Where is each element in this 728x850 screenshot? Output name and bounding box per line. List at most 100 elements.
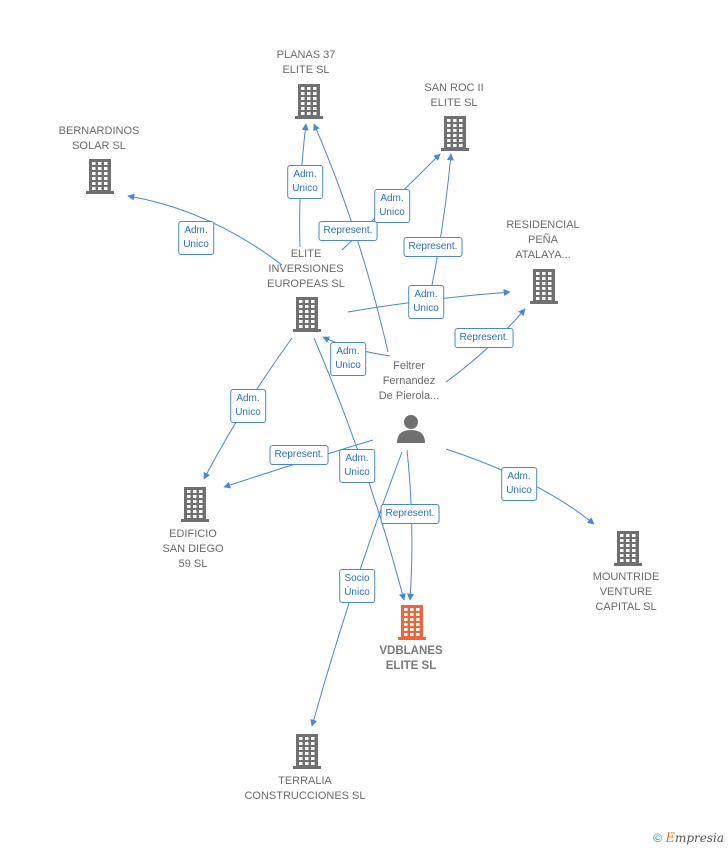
building-icon <box>295 84 323 119</box>
building-icon <box>614 531 642 566</box>
node-label-vdblanes[interactable]: VDBLANES ELITE SL <box>379 644 442 674</box>
node-label-line: Feltrer <box>393 360 425 372</box>
node-label-line: ATALAYA... <box>515 249 571 261</box>
edge-label-line: Unico <box>292 183 318 194</box>
edge-label-feltrer-to-sanroc[interactable]: Represent. <box>403 237 463 257</box>
edge-label-line: Unico <box>413 303 439 314</box>
node-label-edificio[interactable]: EDIFICIO SAN DIEGO 59 SL <box>162 527 223 572</box>
edge-label-line: Represent. <box>408 241 458 252</box>
node-label-line: SAN ROC II <box>424 82 484 94</box>
node-label-planas[interactable]: PLANAS 37 ELITE SL <box>277 48 336 78</box>
edge-label-line: Único <box>344 587 370 598</box>
edge-label-elite-to-residencial[interactable]: Adm. Unico <box>408 285 444 319</box>
edge-label-line: Adm. <box>414 289 438 300</box>
node-label-line: SAN DIEGO <box>162 543 224 555</box>
edge-label-line: Represent. <box>323 225 373 236</box>
building-icon <box>293 734 321 769</box>
edge-label-feltrer-to-mountride[interactable]: Adm. Unico <box>501 467 537 501</box>
node-label-line: VENTURE <box>599 586 653 598</box>
edge-label-elite-to-vdblanes[interactable]: Adm. Unico <box>339 449 375 483</box>
node-feltrer[interactable] <box>395 412 427 449</box>
edge-elite-to-bernardinos <box>127 193 283 266</box>
node-label-terralia[interactable]: TERRALIA CONSTRUCCIONES SL <box>244 774 365 804</box>
edge-label-line: Adm. <box>507 471 531 482</box>
node-label-line: MOUNTRIDE <box>592 571 660 583</box>
edge-label-feltrer-to-edificio[interactable]: Represent. <box>269 445 329 465</box>
node-terralia[interactable] <box>290 732 324 775</box>
edge-label-elite-to-planas[interactable]: Adm. Unico <box>287 165 323 199</box>
node-label-line: ELITE SL <box>430 97 478 109</box>
person-icon <box>397 415 425 443</box>
edge-label-line: Unico <box>506 485 532 496</box>
edge-label-line: Adm. <box>184 225 208 236</box>
node-label-line: TERRALIA <box>278 775 332 787</box>
edge-label-line: Adm. <box>336 346 360 357</box>
node-label-line: PLANAS 37 <box>276 49 336 61</box>
node-label-residencial[interactable]: RESIDENCIAL PEÑA ATALAYA... <box>506 218 579 263</box>
node-residencial[interactable] <box>527 267 561 310</box>
building-icon <box>398 605 426 640</box>
node-label-line: ELITE SL <box>282 64 330 76</box>
edge-label-line: Represent. <box>459 332 509 343</box>
edge-label-line: Adm. <box>293 169 317 180</box>
node-label-line: RESIDENCIAL <box>506 219 580 231</box>
node-label-sanroc[interactable]: SAN ROC II ELITE SL <box>424 81 483 111</box>
edge-label-line: Socio <box>344 573 370 584</box>
edge-label-elite-to-bernardinos[interactable]: Adm. Unico <box>178 221 214 255</box>
edge-label-feltrer-to-vdblanes[interactable]: Represent. <box>380 504 440 524</box>
node-label-line: ELITE SL <box>385 660 437 672</box>
edge-label-feltrer-to-elite[interactable]: Adm. Unico <box>330 342 366 376</box>
edge-feltrer-to-sanroc <box>431 153 454 286</box>
building-icon <box>86 159 114 194</box>
node-label-line: Fernandez <box>382 375 436 387</box>
node-label-line: BERNARDINOS <box>58 125 140 137</box>
node-label-line: PEÑA <box>528 234 558 246</box>
edge-label-line: Adm. <box>236 393 260 404</box>
node-label-mountride[interactable]: MOUNTRIDE VENTURE CAPITAL SL <box>593 570 660 615</box>
node-planas[interactable] <box>292 82 326 125</box>
edge-label-line: Unico <box>344 467 370 478</box>
node-bernardinos[interactable] <box>83 157 117 200</box>
node-vdblanes[interactable] <box>395 603 429 646</box>
node-label-line: CAPITAL SL <box>595 601 657 613</box>
edge-label-line: Unico <box>335 360 361 371</box>
edge-label-line: Adm. <box>345 453 369 464</box>
copyright-icon: © <box>653 831 663 845</box>
edge-label-line: Represent. <box>385 508 435 519</box>
node-mountride[interactable] <box>611 529 645 572</box>
node-label-line: INVERSIONES <box>268 263 344 275</box>
node-label-bernardinos[interactable]: BERNARDINOS SOLAR SL <box>59 124 140 154</box>
edge-label-line: Represent. <box>274 449 324 460</box>
brand-logo-text: mpresia <box>674 831 724 845</box>
node-label-line: SOLAR SL <box>72 140 126 152</box>
node-label-line: EUROPEAS SL <box>267 278 345 290</box>
node-label-line: CONSTRUCCIONES SL <box>244 790 366 802</box>
node-elite[interactable] <box>290 295 324 338</box>
node-label-line: 59 SL <box>178 558 208 570</box>
copyright-footer: © Empresia <box>653 831 724 846</box>
node-label-line: VDBLANES <box>379 645 443 657</box>
building-icon <box>293 297 321 332</box>
building-icon <box>530 269 558 304</box>
edge-label-line: Adm. <box>380 193 404 204</box>
edge-label-feltrer-to-residencial[interactable]: Represent. <box>454 328 514 348</box>
edge-label-line: Unico <box>183 239 209 250</box>
node-sanroc[interactable] <box>438 114 472 157</box>
node-label-line: EDIFICIO <box>169 528 217 540</box>
node-label-line: De Pierola... <box>378 390 440 402</box>
edge-label-line: Unico <box>379 207 405 218</box>
building-icon <box>441 116 469 151</box>
edge-label-feltrer-to-planas[interactable]: Represent. <box>318 221 378 241</box>
node-edificio[interactable] <box>178 485 212 528</box>
edge-label-elite-to-edificio[interactable]: Adm. Unico <box>230 389 266 423</box>
edge-label-line: Unico <box>235 407 261 418</box>
building-icon <box>181 487 209 522</box>
edge-feltrer-to-vdblanes <box>406 449 414 601</box>
node-label-elite[interactable]: ELITE INVERSIONES EUROPEAS SL <box>267 247 345 292</box>
brand-logo-initial: E <box>665 831 675 846</box>
node-label-line: ELITE <box>290 248 322 260</box>
edge-label-elite-to-sanroc[interactable]: Adm. Unico <box>374 189 410 223</box>
